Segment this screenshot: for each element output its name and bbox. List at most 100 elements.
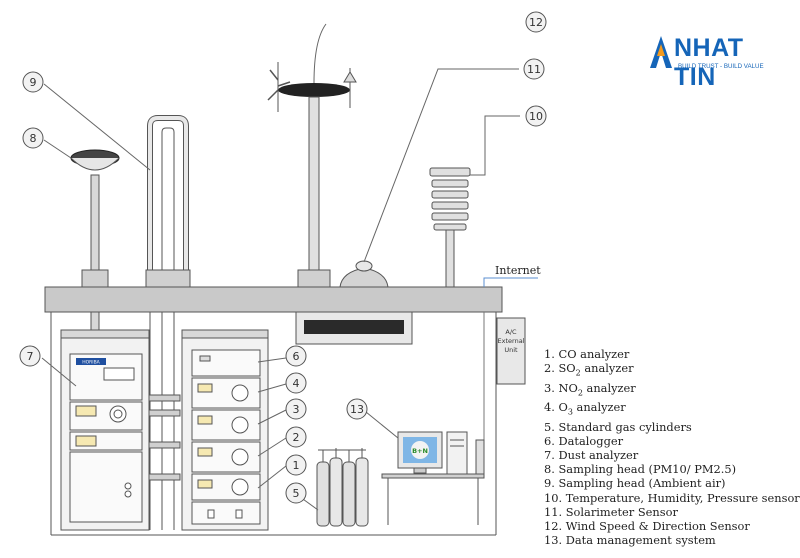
legend-item-label: NO bbox=[558, 380, 578, 395]
svg-text:4: 4 bbox=[293, 377, 300, 390]
legend-item-label: CO analyzer bbox=[558, 347, 630, 361]
logo-tagline: BUILD TRUST - BUILD VALUE bbox=[678, 63, 764, 70]
manifold-connector-4 bbox=[144, 473, 181, 481]
legend-item-number: 1. bbox=[544, 347, 559, 361]
callout-1: 1 bbox=[285, 454, 307, 476]
legend-item-label: Data management system bbox=[565, 533, 716, 548]
legend-item-label: Standard gas cylinders bbox=[558, 419, 692, 434]
legend-item-number: 6. bbox=[544, 433, 559, 448]
legend-item-label: O bbox=[558, 400, 568, 415]
solarimeter-sensor bbox=[339, 260, 389, 288]
pc-screen-text: B+N bbox=[412, 447, 428, 455]
ac-unit-label-1: A/C bbox=[505, 328, 517, 336]
svg-text:12: 12 bbox=[529, 16, 543, 29]
ac-unit-label-3: Unit bbox=[504, 346, 518, 354]
legend-item: 13. Data management system bbox=[544, 533, 800, 547]
svg-text:2: 2 bbox=[293, 431, 300, 444]
callout-2: 2 bbox=[285, 426, 307, 448]
legend-item: 6. Datalogger bbox=[544, 434, 800, 448]
manifold-connector-3 bbox=[144, 441, 181, 449]
callout-3: 3 bbox=[285, 398, 307, 420]
legend-item-suffix: analyzer bbox=[580, 361, 634, 376]
callout-13: 13 bbox=[346, 398, 368, 420]
legend-item-number: 9. bbox=[544, 476, 559, 491]
legend-item-label: SO bbox=[558, 361, 576, 376]
legend-item-number: 7. bbox=[544, 448, 559, 463]
legend-item-label: Solarimeter Sensor bbox=[565, 504, 678, 519]
svg-text:9: 9 bbox=[30, 76, 37, 89]
legend-item-label: Sampling head (PM10/ PM2.5) bbox=[558, 462, 737, 477]
internet-line bbox=[483, 277, 538, 287]
legend-item: 2. SO2 analyzer bbox=[544, 361, 800, 380]
svg-text:11: 11 bbox=[527, 63, 541, 76]
internet-label: Internet bbox=[495, 264, 541, 277]
legend-item: 1. CO analyzer bbox=[544, 347, 800, 361]
svg-text:3: 3 bbox=[293, 403, 300, 416]
callout-9: 9 bbox=[22, 71, 44, 93]
legend-item-number: 4. bbox=[544, 400, 559, 415]
svg-text:13: 13 bbox=[350, 403, 364, 416]
ac-unit-label-2: External bbox=[498, 337, 525, 345]
callout-6: 6 bbox=[285, 345, 307, 367]
legend-item-subscript: 2 bbox=[577, 387, 583, 397]
pm-inlet-pipe bbox=[90, 311, 100, 333]
temperature-humidity-sensor bbox=[429, 167, 471, 288]
logo-title: NHAT TIN bbox=[674, 34, 744, 91]
legend-item: 5. Standard gas cylinders bbox=[544, 420, 800, 434]
legend-item: 8. Sampling head (PM10/ PM2.5) bbox=[544, 462, 800, 476]
manifold-connector-2 bbox=[144, 409, 181, 417]
legend-item-subscript: 3 bbox=[567, 407, 573, 417]
callout-circles: 9 8 12 11 10 7 6 4 3 2 1 5 13 bbox=[19, 11, 547, 504]
legend-item-suffix: analyzer bbox=[582, 380, 636, 395]
wind-sensor bbox=[267, 62, 357, 288]
callout-11: 11 bbox=[523, 58, 545, 80]
dust-analyzer-rack: HORIBA bbox=[60, 329, 150, 531]
callout-4: 4 bbox=[285, 372, 307, 394]
gas-cylinders bbox=[316, 448, 369, 527]
data-management-pc: B+N bbox=[381, 431, 485, 525]
legend-item-label: Dust analyzer bbox=[558, 448, 639, 463]
ac-indoor-unit bbox=[295, 311, 413, 345]
callout-5: 5 bbox=[285, 482, 307, 504]
legend-item-number: 2. bbox=[544, 361, 559, 376]
legend-item-number: 8. bbox=[544, 462, 559, 477]
legend-item-number: 12. bbox=[544, 519, 566, 534]
nhat-tin-logo: NHAT TIN BUILD TRUST - BUILD VALUE bbox=[648, 30, 778, 91]
pm-sampling-head bbox=[70, 149, 120, 288]
legend-item: 11. Solarimeter Sensor bbox=[544, 505, 800, 519]
callout-8: 8 bbox=[22, 127, 44, 149]
ambient-air-sampling-head bbox=[145, 115, 191, 288]
legend-item: 12. Wind Speed & Direction Sensor bbox=[544, 519, 800, 533]
legend-item-label: Temperature, Humidity, Pressure sensor bbox=[565, 490, 800, 505]
legend-item: 7. Dust analyzer bbox=[544, 448, 800, 462]
svg-text:5: 5 bbox=[293, 487, 300, 500]
legend-item-suffix: analyzer bbox=[572, 400, 626, 415]
roof-slab bbox=[44, 286, 503, 313]
svg-text:1: 1 bbox=[293, 459, 300, 472]
callout-leaders bbox=[41, 23, 520, 511]
legend-item: 9. Sampling head (Ambient air) bbox=[544, 476, 800, 490]
logo-mark-icon bbox=[650, 36, 672, 68]
svg-text:7: 7 bbox=[27, 350, 34, 363]
legend-item: 10. Temperature, Humidity, Pressure sens… bbox=[544, 491, 800, 505]
legend-item-label: Sampling head (Ambient air) bbox=[558, 476, 726, 491]
legend-item-number: 13. bbox=[544, 533, 566, 548]
svg-text:8: 8 bbox=[30, 132, 37, 145]
callout-7: 7 bbox=[19, 345, 41, 367]
legend-item-number: 10. bbox=[544, 490, 566, 505]
legend-item-number: 5. bbox=[544, 419, 559, 434]
legend-item-subscript: 2 bbox=[575, 368, 581, 378]
legend-item-number: 11. bbox=[544, 504, 566, 519]
gas-analyzer-rack bbox=[181, 329, 269, 531]
legend-item-label: Wind Speed & Direction Sensor bbox=[565, 519, 750, 534]
callout-12: 12 bbox=[525, 11, 547, 33]
legend-item: 4. O3 analyzer bbox=[544, 400, 800, 419]
legend-item-number: 3. bbox=[544, 380, 559, 395]
analyzer-brand: HORIBA bbox=[82, 360, 100, 366]
svg-text:10: 10 bbox=[529, 110, 543, 123]
ac-external-unit: A/C External Unit bbox=[496, 317, 526, 385]
callout-10: 10 bbox=[525, 105, 547, 127]
manifold-connector bbox=[144, 394, 181, 402]
